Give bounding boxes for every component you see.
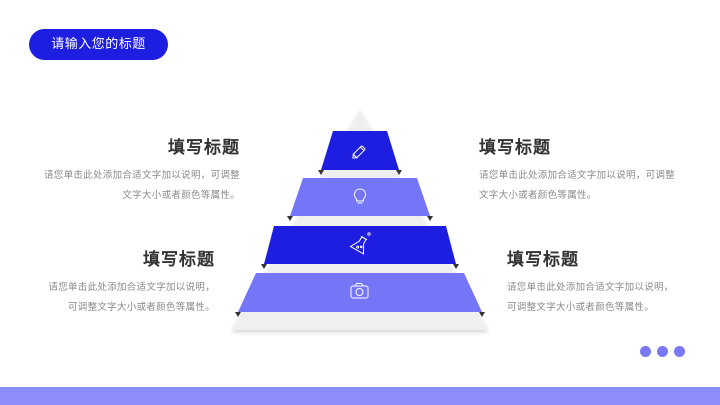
block-body-line: 请您单击此处添加合适文字加以说明， bbox=[48, 282, 215, 293]
block-heading: 填写标题 bbox=[479, 138, 551, 158]
camera-icon bbox=[350, 283, 369, 299]
text-block-bottom-left: 填写标题 请您单击此处添加合适文字加以说明， 可调整文字大小或者颜色等属性。 bbox=[15, 245, 215, 318]
block-body-line: 文字大小或者颜色等属性。 bbox=[479, 190, 597, 201]
block-body-line: 请您单击此处添加合适文字加以说明， bbox=[507, 282, 674, 293]
footer-bar bbox=[0, 387, 720, 405]
block-body-line: 可调整文字大小或者颜色等属性。 bbox=[507, 302, 655, 313]
pyramid-level-1 bbox=[318, 131, 402, 175]
block-heading: 填写标题 bbox=[507, 250, 579, 270]
block-body-line: 请您单击此处添加合适文字加以说明，可调整 bbox=[43, 170, 240, 181]
dot bbox=[657, 346, 668, 357]
pencil-icon bbox=[352, 145, 366, 159]
block-heading: 填写标题 bbox=[143, 250, 215, 270]
block-heading: 填写标题 bbox=[168, 138, 240, 158]
dot bbox=[674, 346, 685, 357]
text-block-top-left: 填写标题 请您单击此处添加合适文字加以说明，可调整 文字大小或者颜色等属性。 bbox=[10, 133, 240, 206]
lightbulb-icon bbox=[354, 188, 366, 204]
text-block-top-right: 填写标题 请您单击此处添加合适文字加以说明，可调整 文字大小或者颜色等属性。 bbox=[479, 133, 709, 206]
pyramid-level-3 bbox=[261, 226, 459, 269]
pagination-dots bbox=[640, 346, 685, 357]
flask-icon bbox=[349, 235, 368, 255]
pyramid-level-4 bbox=[235, 273, 485, 317]
dot bbox=[640, 346, 651, 357]
text-block-bottom-right: 填写标题 请您单击此处添加合适文字加以说明， 可调整文字大小或者颜色等属性。 bbox=[507, 245, 707, 318]
pyramid-level-2 bbox=[287, 178, 433, 221]
block-body-line: 请您单击此处添加合适文字加以说明，可调整 bbox=[479, 170, 676, 181]
slide-title-pill: 请输入您的标题 bbox=[29, 29, 168, 60]
block-body-line: 可调整文字大小或者颜色等属性。 bbox=[67, 302, 215, 313]
block-body-line: 文字大小或者颜色等属性。 bbox=[122, 190, 240, 201]
